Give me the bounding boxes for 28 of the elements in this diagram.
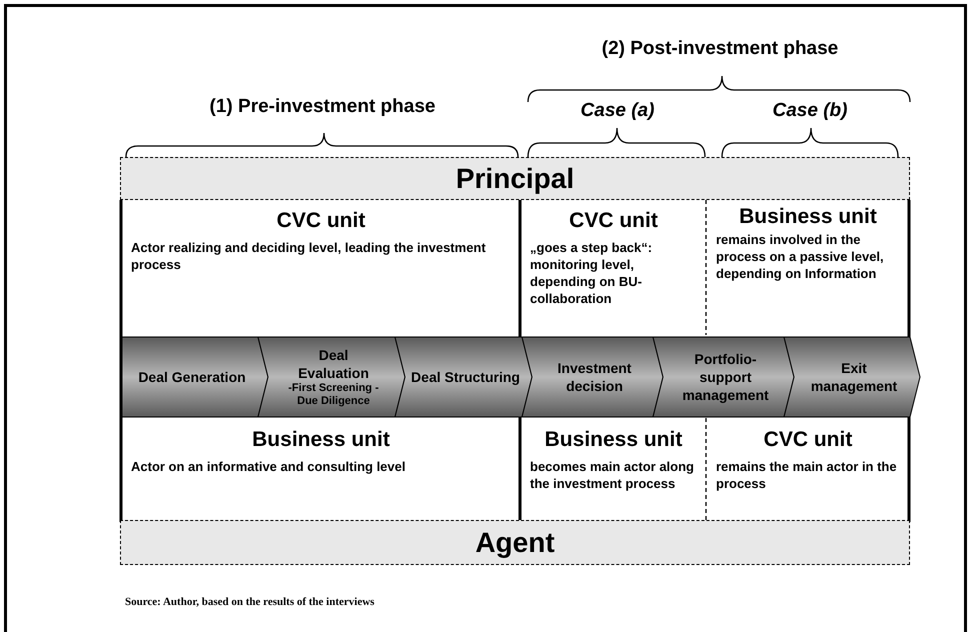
step-label: Deal Evaluation: [297, 346, 370, 382]
role-description: remains the main actor in the process: [716, 458, 898, 492]
step-label: Deal Generation: [137, 368, 247, 386]
unit-heading: CVC unit: [276, 209, 366, 233]
band-title: Agent: [475, 526, 555, 558]
role-band: [120, 157, 910, 200]
unit-heading: CVC unit: [762, 428, 854, 452]
unit-heading: Business unit: [738, 205, 878, 229]
step-label: Deal Structuring: [410, 368, 520, 386]
step-label: Exit management: [810, 359, 898, 395]
phase-heading: (1) Pre-investment phase: [208, 96, 436, 118]
role-description: becomes main actor along the investment process: [530, 458, 695, 492]
unit-heading: Business unit: [544, 428, 684, 452]
band-title: Principal: [456, 162, 574, 194]
unit-heading: CVC unit: [568, 209, 659, 233]
step-detail: -First Screening -Due Diligence: [287, 382, 380, 408]
source-note: Source: Author, based on the results of the interviews: [125, 596, 374, 608]
case-heading: Case (a): [580, 100, 656, 122]
role-description: „goes a step back“: monitoring level, depending on BU-collaboration: [530, 239, 654, 307]
phase-heading: (2) Post-investment phase: [600, 38, 840, 60]
step-label: Investment decision: [556, 359, 632, 395]
unit-heading: Business unit: [251, 428, 391, 452]
role-band: [120, 520, 910, 565]
role-description: remains involved in the process on a passive level, depending on Information: [716, 231, 885, 282]
role-description: Actor on an informative and consulting level: [131, 458, 406, 475]
role-description: Actor realizing and deciding level, leading the investment process: [131, 239, 487, 273]
case-heading: Case (b): [772, 100, 848, 122]
step-label: Portfolio-support management: [681, 350, 770, 404]
